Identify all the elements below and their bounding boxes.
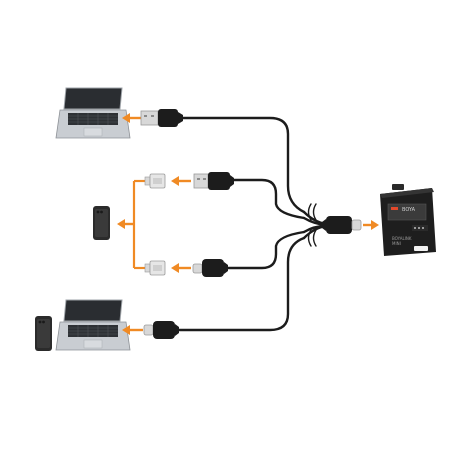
usb-a-plug-icon bbox=[193, 172, 234, 190]
usb-a-plug-icon bbox=[140, 109, 183, 127]
arrow-right-icon bbox=[363, 220, 379, 230]
arrow-left-icon bbox=[122, 325, 143, 335]
receiver-brand-text: BOYA bbox=[402, 207, 416, 213]
cable-break-mark bbox=[307, 203, 312, 221]
cable-bottom bbox=[176, 236, 306, 332]
laptop-icon bbox=[55, 87, 131, 139]
receiver-model-text: BOYALINK bbox=[392, 236, 412, 241]
lightning-adapter-icon bbox=[144, 173, 166, 189]
arrow-left-icon bbox=[171, 176, 191, 186]
cable-upper-middle bbox=[230, 178, 306, 220]
arrow-left-icon bbox=[117, 219, 134, 229]
usb-c-plug-icon bbox=[192, 259, 228, 277]
laptop-icon bbox=[55, 299, 131, 351]
cable-top bbox=[180, 116, 306, 214]
wireless-receiver: BOYA BOYALINK MINI bbox=[380, 184, 436, 256]
svg-text:MINI: MINI bbox=[392, 241, 401, 246]
arrows bbox=[117, 113, 191, 335]
wireless-receiver-icon: BOYA BOYALINK MINI bbox=[380, 184, 436, 256]
cable-lower-middle bbox=[224, 230, 306, 270]
arrow-left-icon bbox=[171, 263, 191, 273]
arrow-left-icon bbox=[122, 113, 143, 123]
smartphone-icon bbox=[35, 316, 52, 351]
usb-c-plug-icon bbox=[143, 321, 179, 339]
bracket-connector bbox=[132, 179, 145, 270]
usb-c-plug-icon bbox=[322, 216, 362, 234]
cables bbox=[176, 116, 328, 332]
smartphone-icon bbox=[93, 206, 110, 240]
laptop-top bbox=[55, 87, 131, 139]
laptop-bottom bbox=[55, 299, 131, 351]
usb-c-adapter-icon bbox=[144, 260, 166, 276]
